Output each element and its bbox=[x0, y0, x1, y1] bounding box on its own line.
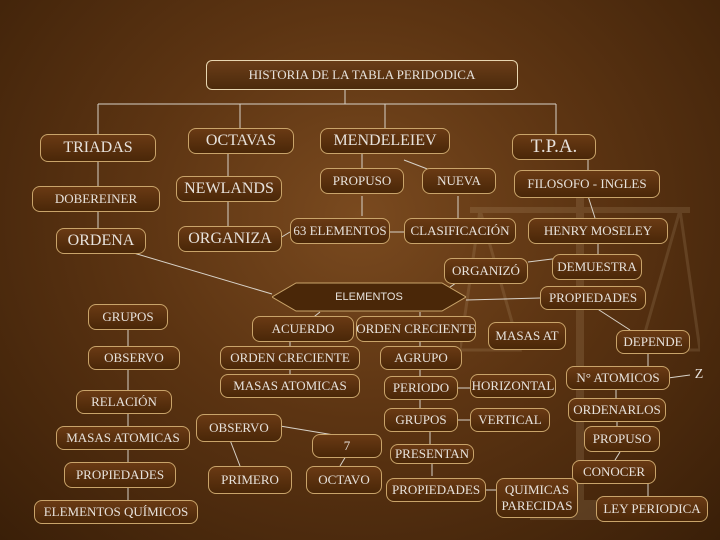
periodo-node: PERIODO bbox=[384, 376, 458, 400]
propiedades-left-node: PROPIEDADES bbox=[64, 462, 176, 488]
grupos2-node: GRUPOS bbox=[384, 408, 458, 432]
z-label: Z bbox=[694, 367, 704, 382]
orden-creciente-top-node: ORDEN CRECIENTE bbox=[356, 316, 476, 342]
observo-left-node: OBSERVO bbox=[88, 346, 180, 370]
dobereiner-node: DOBEREINER bbox=[32, 186, 160, 212]
octavas-node: OCTAVAS bbox=[188, 128, 294, 154]
octavo-node: OCTAVO bbox=[306, 466, 382, 494]
quimicas-parecidas-node: QUIMICAS PARECIDAS bbox=[496, 478, 578, 518]
masas-at-node: MASAS AT bbox=[488, 322, 566, 350]
parecidas-label: PARECIDAS bbox=[501, 498, 573, 513]
diagram-title: HISTORIA DE LA TABLA PERIDODICA bbox=[206, 60, 518, 90]
propuso-node: PROPUSO bbox=[320, 168, 404, 194]
organizo-node: ORGANIZÓ bbox=[444, 258, 528, 284]
vertical-node: VERTICAL bbox=[470, 408, 550, 432]
n-atomicos-node: N° ATOMICOS bbox=[566, 366, 670, 390]
elementos-label: ELEMENTOS bbox=[335, 291, 403, 303]
henry-moseley-node: HENRY MOSELEY bbox=[528, 218, 668, 244]
clasificacion-node: CLASIFICACIÓN bbox=[404, 218, 516, 244]
siete-node: 7 bbox=[312, 434, 382, 458]
63-elementos-node: 63 ELEMENTOS bbox=[290, 218, 390, 244]
horizontal-node: HORIZONTAL bbox=[470, 374, 556, 398]
orden-creciente-node: ORDEN CRECIENTE bbox=[220, 346, 360, 370]
quimicas-label: QUIMICAS bbox=[504, 482, 570, 497]
relacion-node: RELACIÓN bbox=[76, 390, 172, 414]
demuestra-node: DEMUESTRA bbox=[552, 254, 642, 280]
propuso2-node: PROPUSO bbox=[584, 426, 660, 452]
ordenarlos-node: ORDENARLOS bbox=[568, 398, 666, 422]
mendeleiev-node: MENDELEIEV bbox=[320, 128, 450, 154]
elementos-quimicos-node: ELEMENTOS QUÍMICOS bbox=[34, 500, 198, 524]
triadas-node: TRIADAS bbox=[40, 134, 156, 162]
filosofo-node: FILOSOFO - INGLES bbox=[514, 170, 660, 198]
observo-mid-node: OBSERVO bbox=[196, 414, 282, 442]
presentan-node: PRESENTAN bbox=[390, 444, 474, 464]
ordena-node: ORDENA bbox=[56, 228, 146, 254]
masas-atomicas-left-node: MASAS ATOMICAS bbox=[56, 426, 190, 450]
tpa-node: T.P.A. bbox=[512, 134, 596, 160]
propiedades-right-node: PROPIEDADES bbox=[540, 286, 646, 310]
conocer-node: CONOCER bbox=[572, 460, 656, 484]
agrupo-node: AGRUPO bbox=[380, 346, 462, 370]
propiedades-mid-node: PROPIEDADES bbox=[386, 478, 486, 502]
depende-node: DEPENDE bbox=[616, 330, 690, 354]
grupos-node: GRUPOS bbox=[88, 304, 168, 330]
primero-node: PRIMERO bbox=[208, 466, 292, 494]
ley-periodica-node: LEY PERIODICA bbox=[596, 496, 708, 522]
nueva-node: NUEVA bbox=[422, 168, 496, 194]
masas-atomicas-mid-node: MASAS ATOMICAS bbox=[220, 374, 360, 398]
elementos-diamond bbox=[272, 282, 466, 312]
newlands-node: NEWLANDS bbox=[176, 176, 282, 202]
organiza-node: ORGANIZA bbox=[178, 226, 282, 252]
acuerdo-node: ACUERDO bbox=[252, 316, 354, 342]
